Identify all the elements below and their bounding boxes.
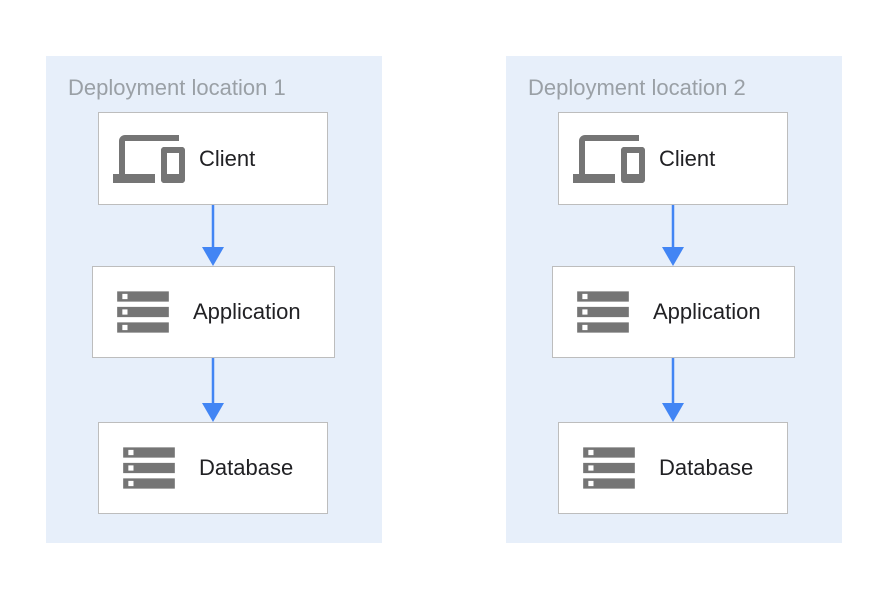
- storage-icon: [559, 437, 659, 499]
- node-label: Application: [653, 299, 761, 324]
- application-node: Application: [92, 266, 335, 358]
- database-node: Database: [98, 422, 328, 514]
- node-label: Database: [199, 455, 294, 480]
- deployment-location-1-panel: Deployment location 1 Client Application: [46, 56, 382, 543]
- arrow-client-to-application: [662, 205, 684, 266]
- node-label: Database: [659, 455, 754, 480]
- node-label: Client: [199, 145, 256, 171]
- arrow-application-to-database: [662, 358, 684, 422]
- storage-icon: [553, 281, 653, 343]
- node-label: Client: [659, 145, 716, 171]
- client-node: Client: [558, 112, 788, 205]
- devices-icon: [99, 123, 199, 195]
- panel-title: Deployment location 2: [528, 75, 746, 100]
- deployment-location-2-panel: Deployment location 2 Client Application: [506, 56, 842, 543]
- panel-title: Deployment location 1: [68, 75, 286, 100]
- arrow-client-to-application: [202, 205, 224, 266]
- devices-icon: [559, 123, 659, 195]
- client-node: Client: [98, 112, 328, 205]
- database-node: Database: [558, 422, 788, 514]
- application-node: Application: [552, 266, 795, 358]
- arrow-application-to-database: [202, 358, 224, 422]
- storage-icon: [93, 281, 193, 343]
- node-label: Application: [193, 299, 301, 324]
- storage-icon: [99, 437, 199, 499]
